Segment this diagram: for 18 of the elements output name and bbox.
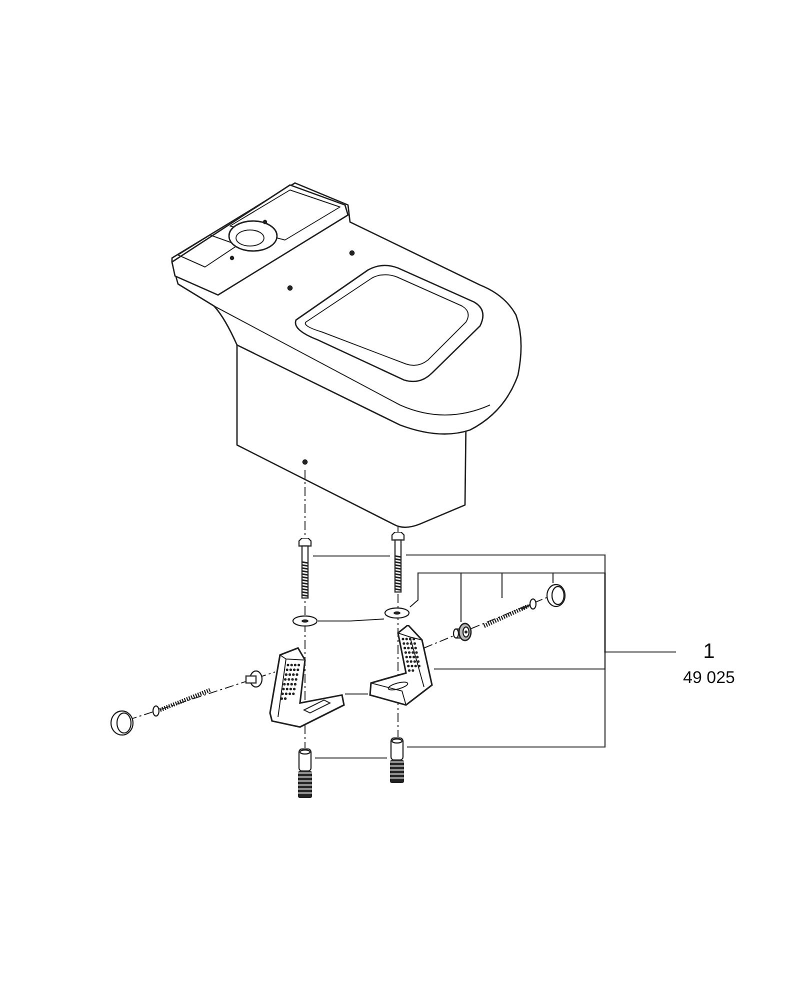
part-number: 49 025 [683, 667, 735, 689]
sleeve-drawing [452, 622, 472, 642]
cover-cap-drawing [545, 583, 566, 608]
callout-number: 1 [703, 639, 715, 665]
bracket-drawing [368, 625, 434, 707]
leader-line [313, 555, 390, 557]
leader-line [345, 693, 368, 695]
leader-line [407, 651, 676, 748]
leader-line [318, 618, 384, 622]
wall-plug-drawing [387, 737, 407, 785]
leader-line [315, 757, 387, 759]
washer-drawing [384, 607, 410, 619]
screw-drawing [482, 598, 538, 628]
wall-plug-drawing [295, 748, 315, 800]
bolt-drawing [297, 538, 313, 600]
washer-drawing [292, 615, 318, 627]
bracket-drawing [268, 645, 345, 728]
bolt-drawing [390, 532, 406, 594]
